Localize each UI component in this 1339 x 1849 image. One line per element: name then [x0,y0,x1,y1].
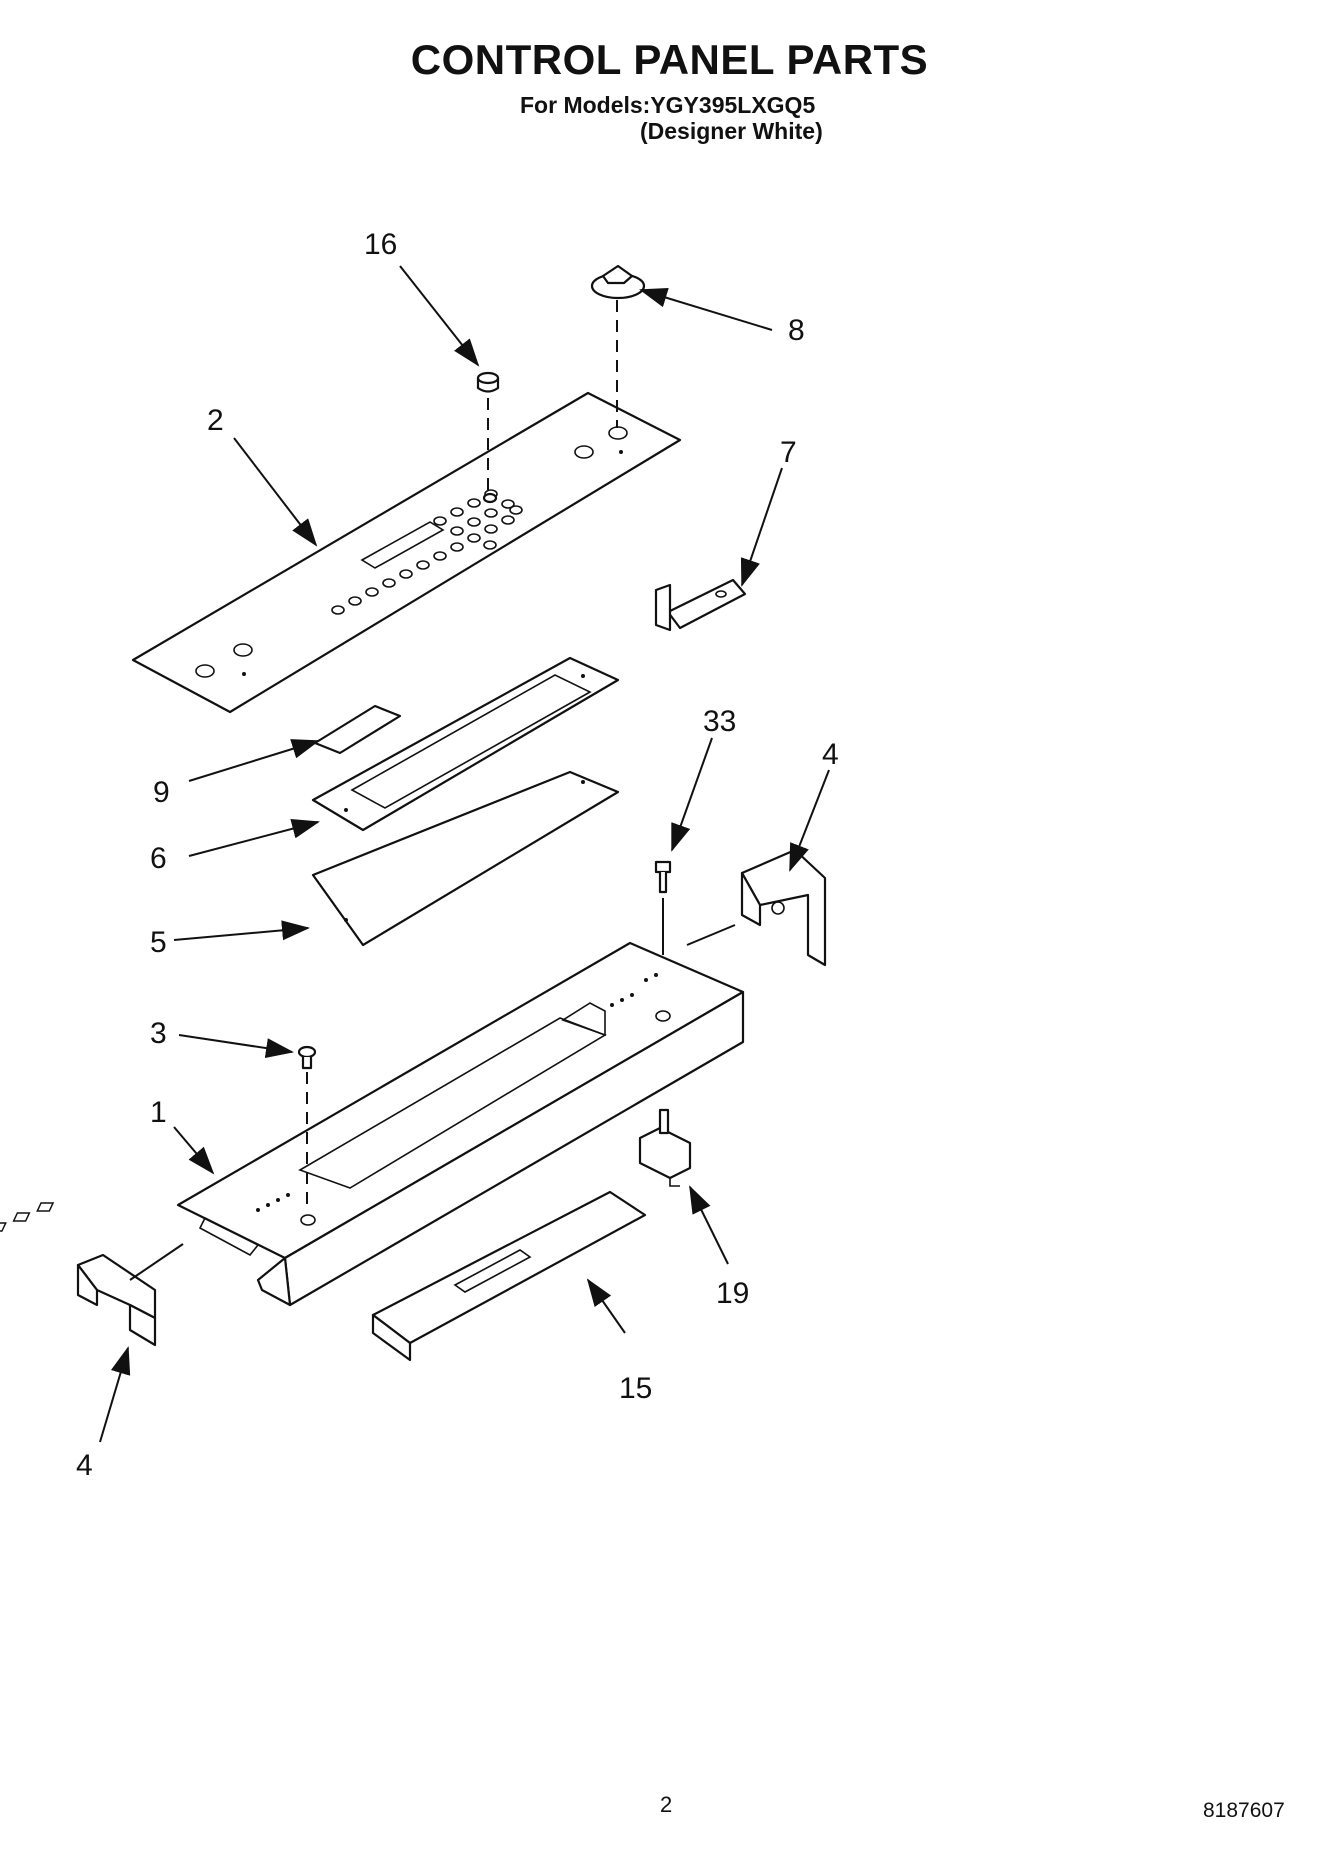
part-2-control-panel [131,391,682,714]
callout-6: 6 [150,842,167,875]
callout-15: 15 [619,1372,652,1405]
callout-33: 33 [703,705,736,738]
part-5-spacer [311,770,620,947]
page-title: CONTROL PANEL PARTS [410,36,929,83]
callout-19: 19 [716,1277,749,1310]
models-line: For Models:YGY395LXGQ5 [520,92,816,118]
callout-8: 8 [788,314,805,347]
callout-1: 1 [150,1096,167,1129]
callout-4-right: 4 [822,738,839,771]
part-19-switch [638,1108,692,1187]
callout-2: 2 [207,404,224,437]
callout-9: 9 [153,776,170,809]
part-4-end-cap-left [76,1243,184,1347]
document-number: 8187607 [1203,1799,1285,1822]
callout-16: 16 [364,228,397,261]
part-7-bracket [654,578,747,632]
callout-7: 7 [780,436,797,469]
board-buttons [0,1202,55,1232]
model-variant: (Designer White) [640,118,823,144]
part-16-button [476,371,500,504]
callout-labels: 16 8 2 7 33 4 9 6 5 3 1 19 15 4 [76,228,839,1482]
part-4-end-cap-right [686,848,827,967]
part-6-gasket [311,656,620,832]
housing-dots [256,973,658,1212]
part-1-housing [176,941,745,1307]
callout-5: 5 [150,926,167,959]
keypad-holes [331,489,523,615]
callout-4-left: 4 [76,1449,93,1482]
part-15-control-board [0,1190,647,1362]
part-9-overlay [313,704,402,755]
callout-3: 3 [150,1017,167,1050]
part-33-screw [654,860,672,955]
part-3-rivet [297,1045,317,1212]
part-8-knob [590,264,646,428]
page-number: 2 [660,1792,673,1817]
callout-leaders [99,265,830,1443]
